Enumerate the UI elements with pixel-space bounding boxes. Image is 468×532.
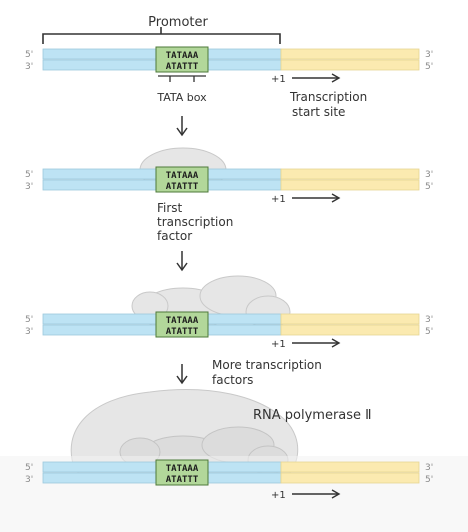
down-arrow-3 <box>176 364 188 385</box>
tata-box <box>155 46 209 73</box>
tata-box-bracket <box>158 75 206 82</box>
promoter-bracket: Promoter <box>42 15 281 44</box>
tata-top-seq: TATAAA <box>166 51 199 61</box>
tata-top-seq: TATAAA <box>166 171 199 181</box>
end-label-top-left: 5' <box>25 50 33 60</box>
dna-strand: TATAAA ATATTT 5' 3' 3' 5' <box>25 459 433 486</box>
tata-top-seq: TATAAA <box>166 316 199 326</box>
end-label-bottom-right: 5' <box>425 327 433 337</box>
tata-top-seq: TATAAA <box>166 464 199 474</box>
end-label-bottom-left: 3' <box>25 62 33 72</box>
promoter-label: Promoter <box>148 15 208 30</box>
tata-box <box>155 166 209 193</box>
more-factors-label-line2: factors <box>212 373 253 387</box>
coding-bottom-strand <box>280 324 420 336</box>
down-arrow-2 <box>176 251 188 272</box>
dna-strand: TATAAA ATATTT 5' 3' 3' 5' <box>25 166 433 193</box>
tata-box <box>155 311 209 338</box>
end-label-top-left: 5' <box>25 315 33 325</box>
coding-bottom-strand <box>280 472 420 484</box>
transcription-start-arrow: +1 <box>271 193 341 205</box>
coding-top-strand <box>280 313 420 325</box>
more-factors-label-line1: More transcription <box>212 358 322 372</box>
tata-bottom-seq: ATATTT <box>166 182 199 192</box>
transcription-start-arrow: +1 <box>271 489 341 501</box>
end-label-bottom-left: 3' <box>25 327 33 337</box>
tata-box <box>155 459 209 486</box>
stage-1-dna: TATAAA ATATTT 5' 3' 3' 5' TATA box +1 Tr… <box>25 46 433 137</box>
stage-2-first-factor: TATAAA ATATTT 5' 3' 3' 5' +1 First trans… <box>25 147 433 272</box>
coding-top-strand <box>280 461 420 473</box>
end-label-top-right: 3' <box>425 315 433 325</box>
coding-bottom-strand <box>280 179 420 191</box>
first-factor-label-line2: transcription <box>157 215 233 229</box>
stage-3-more-factors: TATAAA ATATTT 5' 3' 3' 5' +1 More transc… <box>25 275 433 387</box>
transcription-start-arrow: +1 <box>271 338 341 350</box>
coding-top-strand <box>280 48 420 60</box>
coding-bottom-strand <box>280 59 420 71</box>
tss-label-line1: Transcription <box>289 90 367 104</box>
down-arrow-1 <box>176 116 188 137</box>
end-label-top-right: 3' <box>425 50 433 60</box>
end-label-bottom-left: 3' <box>25 182 33 192</box>
transcription-start-arrow: +1 <box>271 73 341 85</box>
first-factor-label-line1: First <box>157 201 183 215</box>
end-label-bottom-right: 5' <box>425 62 433 72</box>
plus-one-label: +1 <box>271 194 286 205</box>
stage-4-rna-polymerase: RNA polymerase Ⅱ TATAAA ATATTT 5' 3' 3' … <box>0 389 468 532</box>
coding-top-strand <box>280 168 420 180</box>
tss-label-line2: start site <box>292 105 345 119</box>
end-label-top-left: 5' <box>25 170 33 180</box>
tata-bottom-seq: ATATTT <box>166 327 199 337</box>
plus-one-label: +1 <box>271 74 286 85</box>
end-label-bottom-right: 5' <box>425 182 433 192</box>
tata-box-label: TATA box <box>156 91 207 104</box>
plus-one-label: +1 <box>271 339 286 350</box>
dna-strand: TATAAA ATATTT 5' 3' 3' 5' <box>25 311 433 338</box>
tata-bottom-seq: ATATTT <box>166 475 199 485</box>
end-label-top-right: 3' <box>425 463 433 473</box>
plus-one-label: +1 <box>271 490 286 501</box>
end-label-top-left: 5' <box>25 463 33 473</box>
rna-polymerase-label: RNA polymerase Ⅱ <box>253 408 372 423</box>
end-label-bottom-left: 3' <box>25 475 33 485</box>
end-label-top-right: 3' <box>425 170 433 180</box>
end-label-bottom-right: 5' <box>425 475 433 485</box>
first-factor-label-line3: factor <box>157 229 192 243</box>
dna-strand: TATAAA ATATTT 5' 3' 3' 5' <box>25 46 433 73</box>
tata-bottom-seq: ATATTT <box>166 62 199 72</box>
